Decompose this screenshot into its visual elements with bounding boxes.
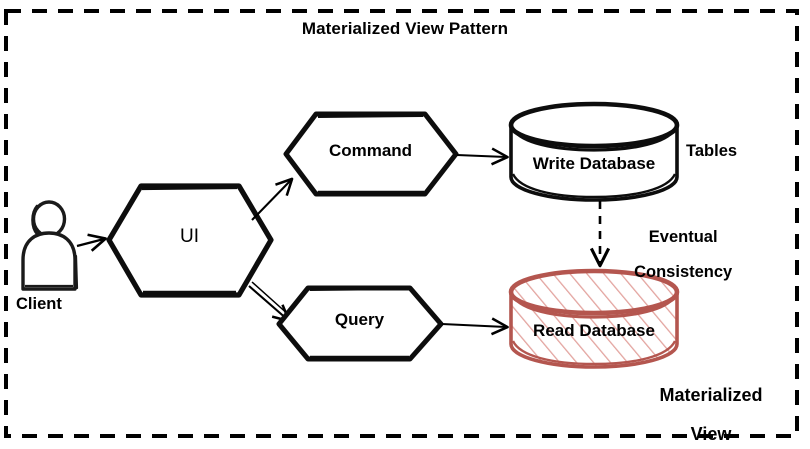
read-database-node — [508, 268, 680, 369]
write-database-label: Write Database — [532, 154, 656, 173]
page-title: Materialized View Pattern — [301, 19, 509, 38]
edge-ui-to-command — [251, 177, 294, 221]
materialized-view-annotation: Materialized View — [620, 367, 782, 449]
ui-label: UI — [180, 226, 199, 247]
client-label: Client — [16, 295, 62, 313]
eventual-consistency-line-1: Eventual — [648, 227, 718, 246]
read-database-label: Read Database — [533, 321, 655, 340]
query-node — [276, 285, 444, 362]
query-label: Query — [334, 310, 385, 329]
edge-command-to-writedb — [456, 147, 509, 166]
outer-dashed-frame — [4, 9, 799, 438]
client-figure — [21, 200, 79, 291]
write-database-node — [508, 101, 680, 202]
command-label: Command — [328, 141, 413, 160]
eventual-consistency-annotation: Eventual Consistency — [604, 211, 744, 300]
command-node — [283, 111, 459, 197]
materialized-view-line-1: Materialized — [659, 385, 763, 406]
edge-query-to-readdb — [441, 317, 509, 336]
edge-ui-to-query — [248, 281, 291, 323]
materialized-view-line-2: View — [690, 424, 732, 445]
edge-client-to-ui — [76, 233, 107, 252]
ui-node — [106, 183, 274, 298]
tables-annotation: Tables — [686, 142, 738, 160]
eventual-consistency-line-2: Consistency — [634, 263, 733, 282]
